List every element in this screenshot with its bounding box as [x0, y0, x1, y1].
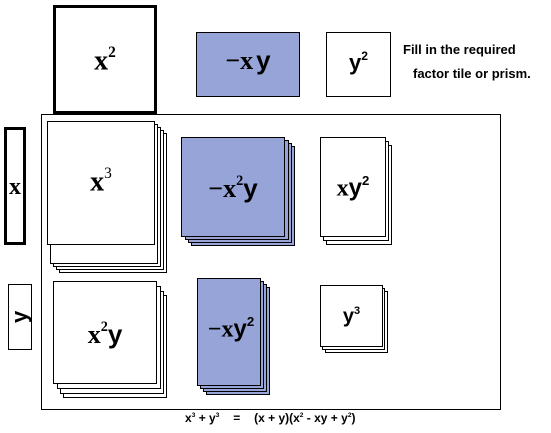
equation-rhs-exponent-2: 2 [347, 412, 352, 420]
x-squared-y-x: x [87, 320, 101, 349]
x-squared-base: x [94, 45, 109, 77]
label-x-squared-y: x2y [53, 319, 157, 350]
negative-x-squared-y-exponent: 2 [236, 173, 244, 190]
x-y-squared-exponent: 2 [362, 173, 370, 188]
equation-rhs-part-1: (x + y)(x [254, 411, 300, 425]
x-cubed-exponent: 3 [104, 165, 112, 182]
prism-x-y-squared[interactable]: xy2 [320, 137, 395, 247]
equation-rhs-exponent-1: 2 [299, 412, 304, 420]
prism-y-cubed[interactable]: y3 [320, 285, 390, 355]
factor-tile-x[interactable]: x [4, 127, 26, 245]
negative-xy-y: y [256, 45, 271, 75]
label-y: y [7, 310, 32, 324]
negative-x-y-squared-y: y [233, 315, 247, 343]
label-x-y-squared: xy2 [320, 173, 386, 203]
label-y-squared: y2 [327, 49, 390, 76]
y-squared-base: y [349, 49, 362, 75]
negative-x-squared-y-y: y [243, 173, 258, 203]
equation-plus: + [195, 411, 210, 425]
y-cubed-exponent: 3 [354, 305, 361, 317]
prism-negative-x-squared-y[interactable]: −x2y [181, 137, 296, 247]
instructions-line-1: Fill in the required [403, 42, 516, 57]
equation-lhs-y-exponent: 3 [215, 412, 220, 420]
x-squared-exponent: 2 [108, 44, 116, 61]
x-squared-y-y: y [107, 319, 123, 349]
equation-rhs-part-3: ) [351, 411, 356, 425]
label-negative-x-y-squared: −xy2 [193, 314, 269, 344]
instructions-line-2: factor tile or prism. [413, 66, 531, 81]
label-x: x [9, 174, 21, 200]
factor-tile-y[interactable]: y [7, 284, 32, 350]
factoring-equation: x3 + y3 = (x + y)(x2 - xy + y2) [185, 411, 356, 425]
negative-xy-sign: − [225, 46, 241, 75]
equation-equals: = [233, 411, 241, 425]
prism-negative-x-y-squared[interactable]: −xy2 [197, 278, 272, 396]
prism-x-cubed[interactable]: x3 [47, 121, 169, 276]
x-y-squared-y: y [348, 174, 362, 202]
product-frame [41, 114, 501, 410]
negative-x-y-squared-exponent: 2 [246, 314, 255, 329]
equation-rhs-part-2: - xy + y [303, 411, 348, 425]
label-negative-x-squared-y: −x2y [181, 173, 285, 204]
negative-x-squared-y-sign: − [208, 174, 224, 203]
negative-x-y-squared-sign: − [207, 316, 222, 343]
equation-lhs-y: y [209, 411, 216, 425]
negative-x-squared-y-x: x [223, 174, 237, 203]
negative-xy-x: x [240, 46, 254, 75]
negative-x-y-squared-x: x [221, 316, 234, 343]
factor-tile-x-squared[interactable]: x2 [53, 5, 157, 114]
y-squared-exponent: 2 [361, 49, 368, 63]
label-x-cubed: x3 [47, 165, 155, 199]
y-cubed-base: y [342, 305, 354, 328]
label-x-squared: x2 [56, 44, 154, 78]
label-y-cubed: y3 [320, 305, 383, 328]
x-y-squared-x: x [336, 175, 349, 202]
x-cubed-base: x [90, 166, 105, 198]
instructions-text: Fill in the required factor tile or pris… [403, 38, 551, 86]
x-squared-y-exponent: 2 [100, 319, 108, 336]
factor-tile-y-squared[interactable]: y2 [326, 32, 391, 97]
equation-lhs-x-exponent: 3 [191, 412, 196, 420]
equation-lhs-x: x [185, 411, 192, 425]
prism-x-squared-y[interactable]: x2y [53, 281, 168, 399]
